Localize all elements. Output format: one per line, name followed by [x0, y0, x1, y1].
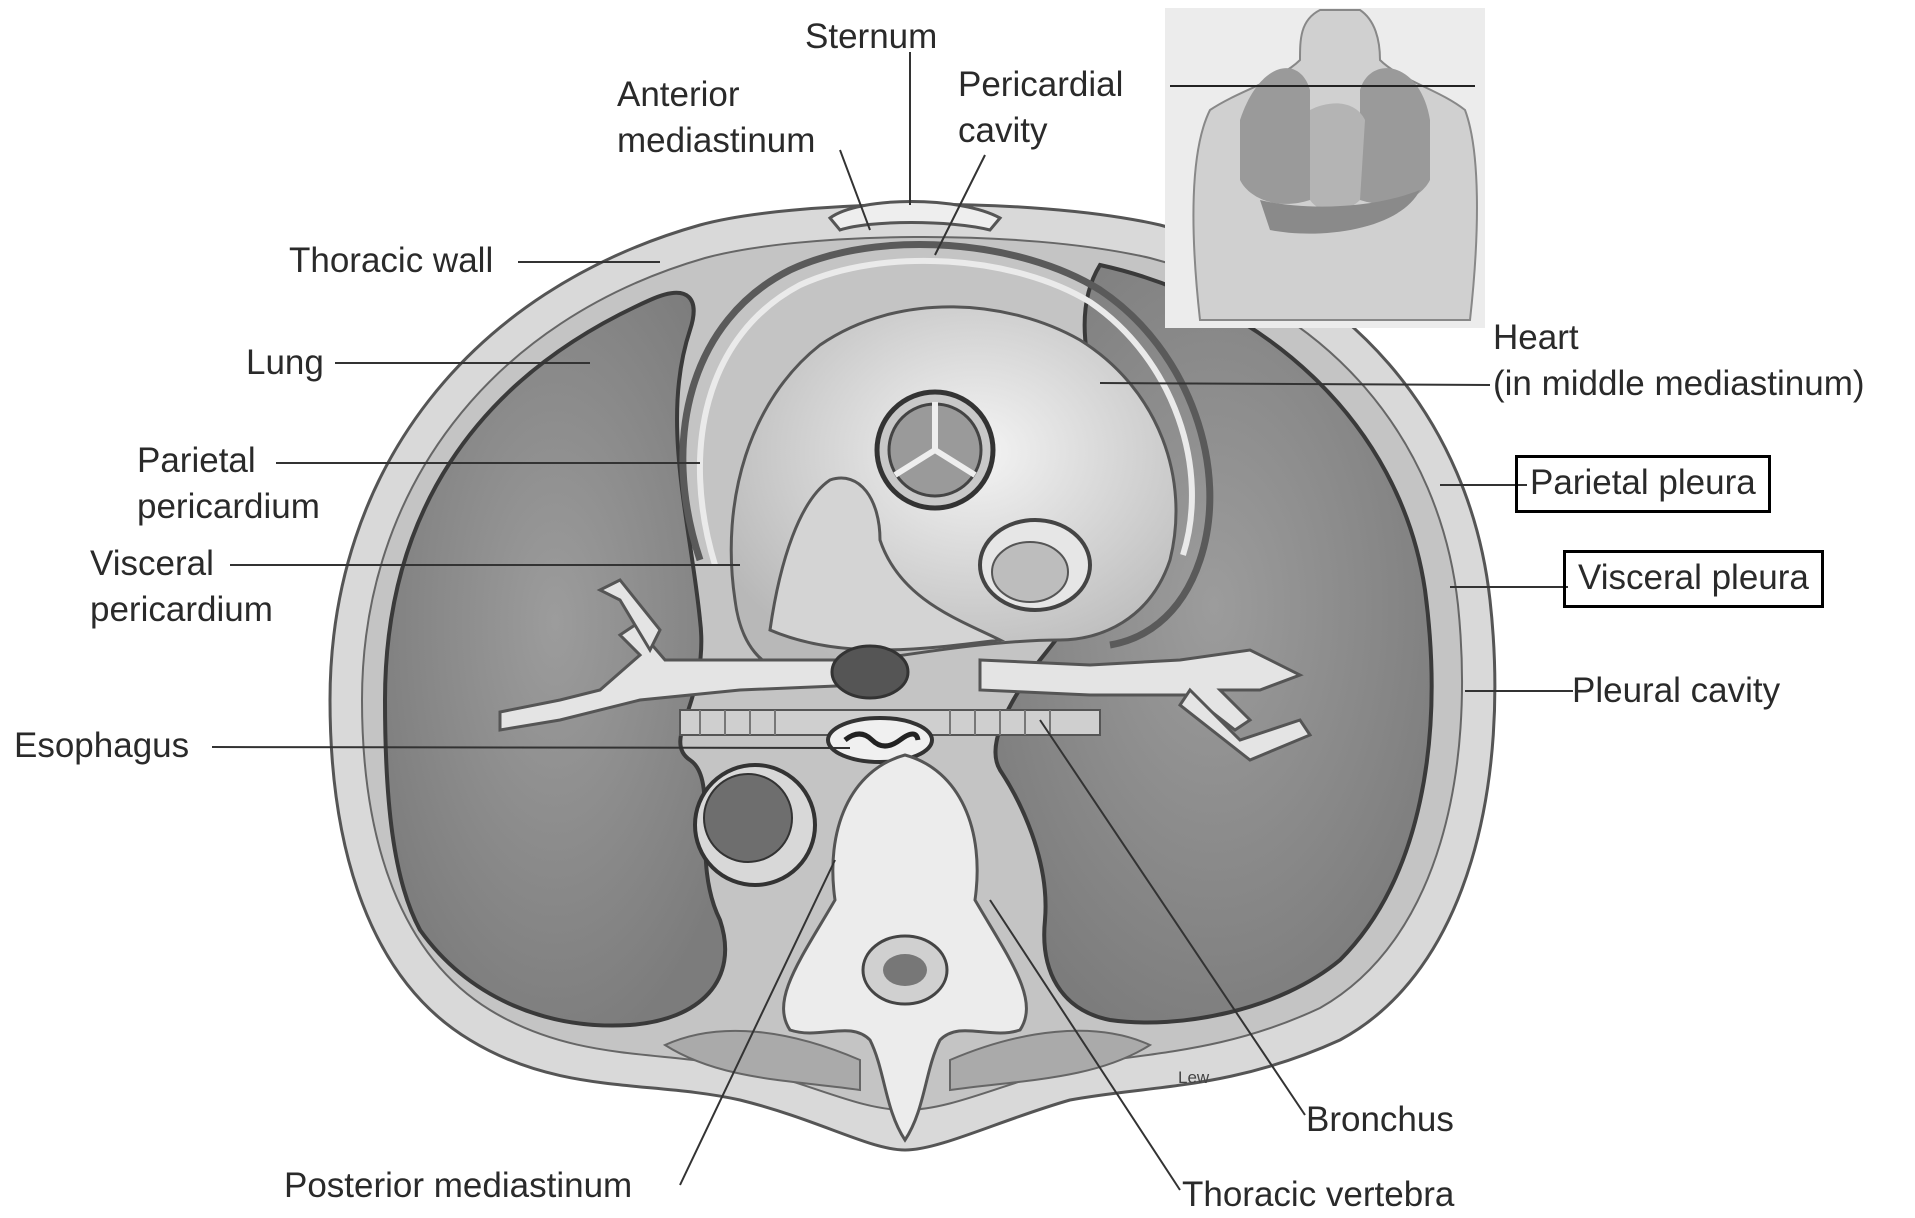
label-lung: Lung — [246, 340, 324, 386]
label-parietal-pericardium: Parietal pericardium — [137, 438, 320, 530]
label-pleural-cavity: Pleural cavity — [1572, 668, 1780, 714]
label-anterior-mediastinum: Anterior mediastinum — [617, 72, 815, 164]
label-visceral-pericardium: Visceral pericardium — [90, 541, 273, 633]
label-posterior-mediastinum: Posterior mediastinum — [284, 1163, 632, 1209]
label-thoracic-wall: Thoracic wall — [289, 238, 493, 284]
label-thoracic-vertebra: Thoracic vertebra — [1182, 1172, 1454, 1218]
label-visceral-pleura: Visceral pleura — [1563, 550, 1824, 608]
label-heart: Heart (in middle mediastinum) — [1493, 315, 1865, 407]
label-pericardial-cavity: Pericardial cavity — [958, 62, 1123, 154]
label-esophagus: Esophagus — [14, 723, 189, 769]
label-sternum: Sternum — [805, 14, 937, 60]
torso-inset-image — [1165, 8, 1485, 328]
label-parietal-pleura: Parietal pleura — [1515, 455, 1771, 513]
artist-signature: Lew — [1178, 1068, 1209, 1088]
label-bronchus: Bronchus — [1306, 1097, 1454, 1143]
